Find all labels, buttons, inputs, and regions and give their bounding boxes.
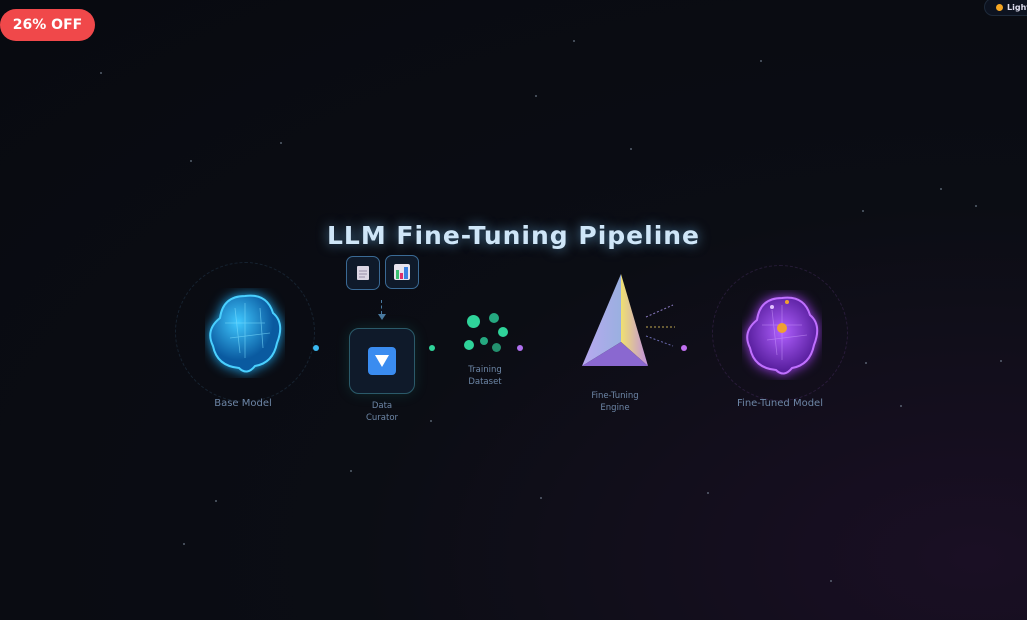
star <box>190 160 192 162</box>
connector-dot <box>517 345 523 351</box>
base-model-label: Base Model <box>214 398 272 409</box>
page-title: LLM Fine-Tuning Pipeline <box>326 221 701 250</box>
theme-toggle[interactable]: Light <box>984 0 1027 16</box>
bar-chart-icon <box>394 264 410 280</box>
star <box>540 497 542 499</box>
star <box>1000 360 1002 362</box>
star <box>280 142 282 144</box>
fine-tuned-model-label: Fine-Tuned Model <box>737 398 823 409</box>
data-curator-node[interactable] <box>349 328 415 394</box>
star <box>862 210 864 212</box>
orbit-ring <box>175 262 315 402</box>
arrow-line <box>381 300 382 314</box>
star <box>573 40 575 42</box>
star <box>350 470 352 472</box>
star <box>900 405 902 407</box>
orbit-ring <box>712 265 848 401</box>
star <box>100 72 102 74</box>
document-input[interactable] <box>346 256 380 290</box>
chart-input[interactable] <box>385 255 419 289</box>
star <box>830 580 832 582</box>
prism-icon[interactable] <box>578 272 652 368</box>
star <box>183 543 185 545</box>
output-rays <box>645 304 675 347</box>
star <box>760 60 762 62</box>
star <box>707 492 709 494</box>
filter-icon <box>368 347 396 375</box>
star <box>215 500 217 502</box>
arrow-down-icon <box>378 314 386 324</box>
sun-icon <box>996 3 1003 11</box>
brain-icon[interactable] <box>205 288 285 378</box>
star <box>630 148 632 150</box>
discount-badge[interactable]: 26% OFF <box>0 9 95 41</box>
star <box>975 205 977 207</box>
brain-icon[interactable] <box>742 290 822 380</box>
document-icon <box>357 266 369 280</box>
connector-dot <box>429 345 435 351</box>
star <box>940 188 942 190</box>
star <box>535 95 537 97</box>
connector-dot <box>681 345 687 351</box>
star <box>865 362 867 364</box>
star <box>430 420 432 422</box>
connector-dot <box>313 345 319 351</box>
theme-toggle-label: Light <box>1007 2 1027 12</box>
